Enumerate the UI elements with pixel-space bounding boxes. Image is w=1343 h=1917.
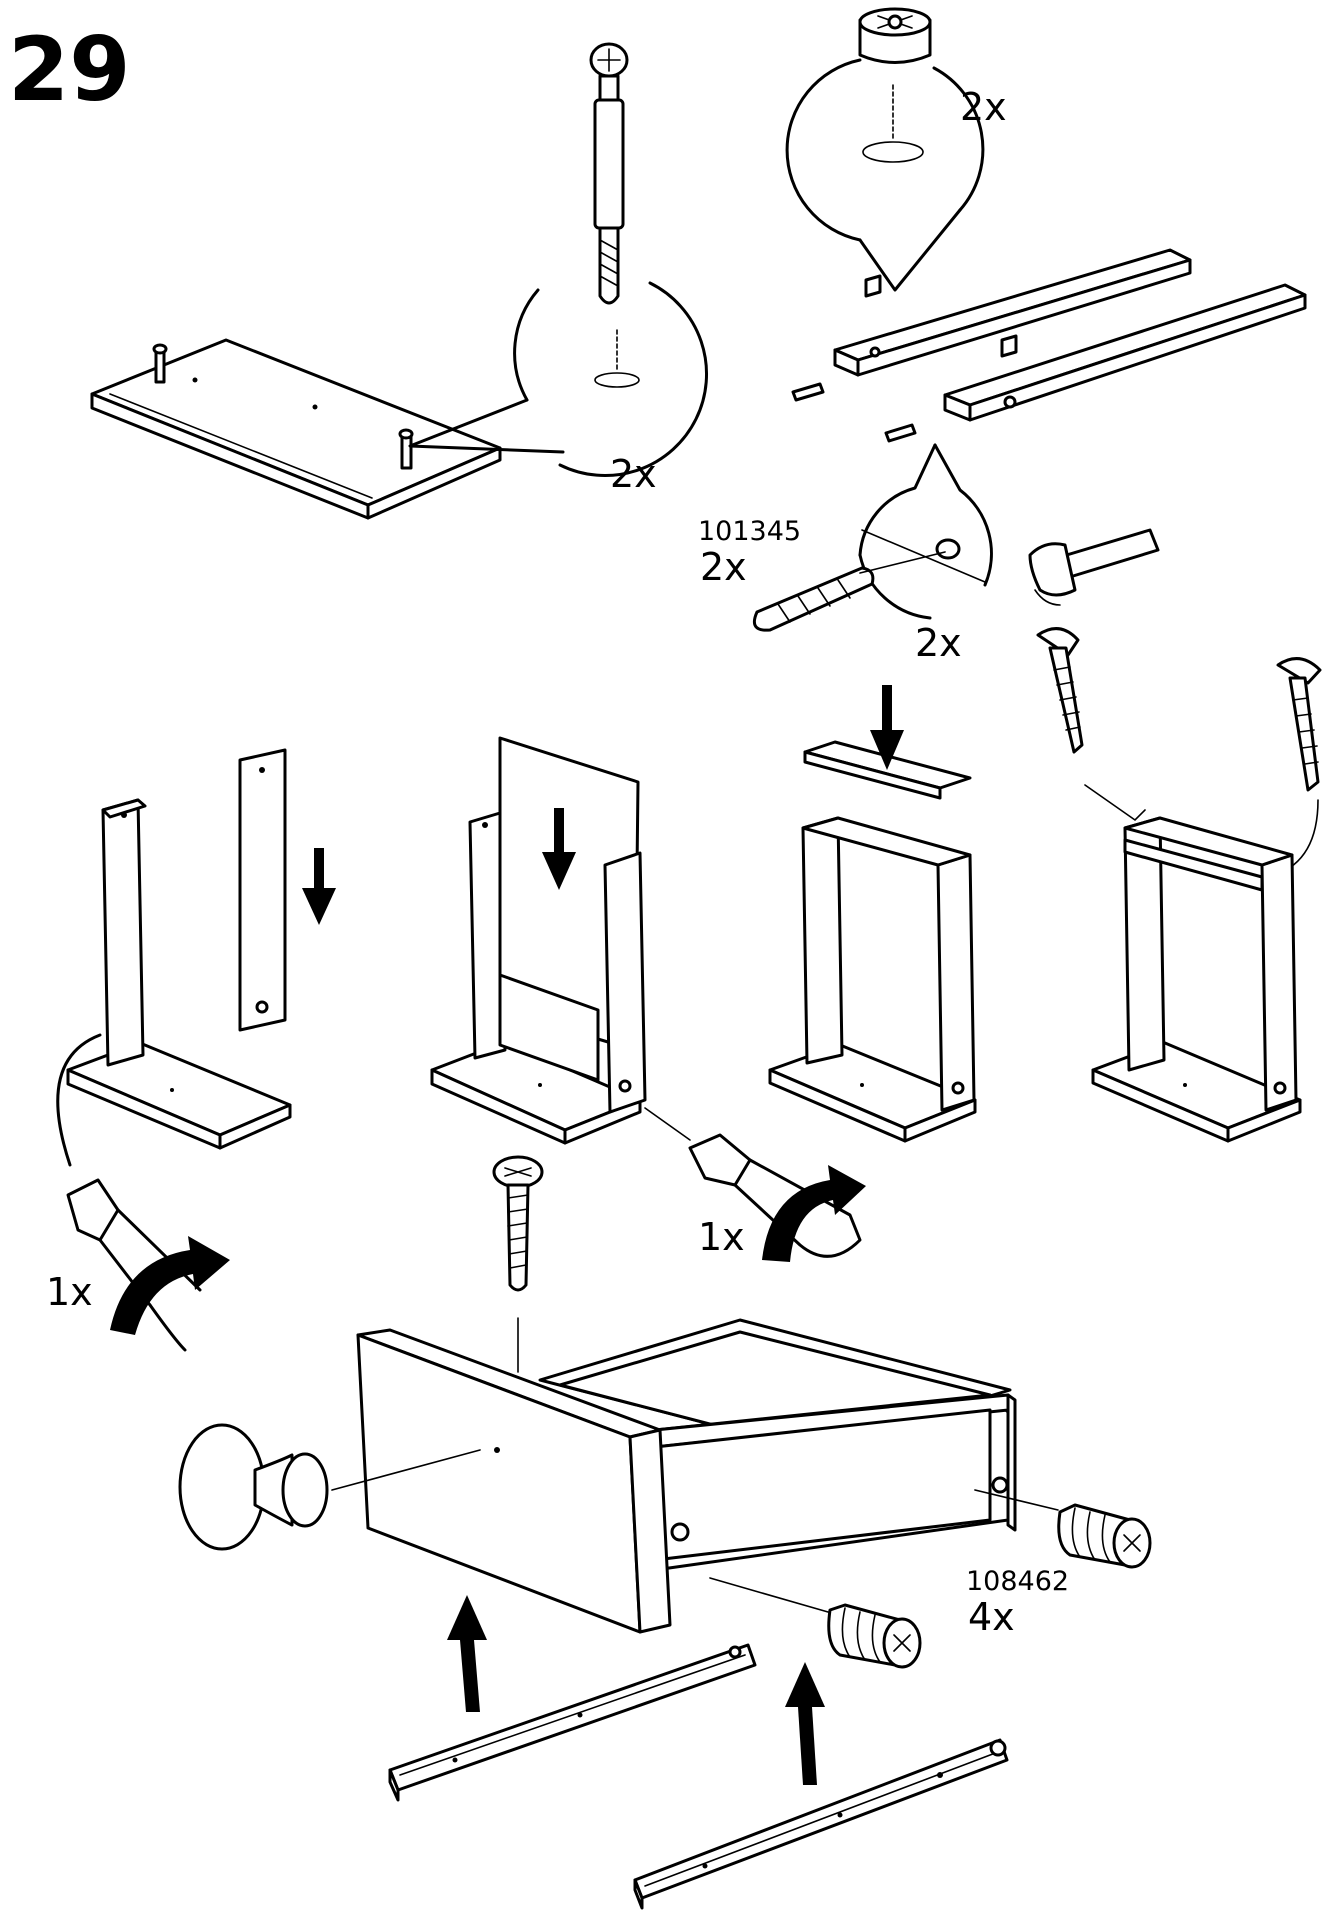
nail-icon-left <box>1036 627 1084 754</box>
left-screwdriver-count-label: 1x <box>46 1270 93 1314</box>
rail-lower <box>943 283 1307 422</box>
cam-lock-icon <box>858 7 932 64</box>
wood-dowel-part-number: 101345 <box>698 516 801 547</box>
rotate-arrow-icon-right <box>762 1165 866 1262</box>
small-dowel-upper <box>791 382 825 402</box>
step-number: 29 <box>8 18 130 121</box>
cam-lock-magnifier: 2x <box>785 58 1007 292</box>
up-arrow-icon-right <box>785 1662 825 1785</box>
down-arrow-icon-1 <box>302 848 336 925</box>
cam-bolt-icon <box>589 42 629 305</box>
drawer-runner-icon-right <box>633 1738 1009 1910</box>
dowel-hole-magnifier: 101345 2x 2x <box>698 443 993 665</box>
expansion-plug-icon-lower: 108462 4x <box>709 1566 1069 1669</box>
rotate-arrow-icon-left <box>110 1236 230 1335</box>
base-panel <box>90 338 502 520</box>
screw-icon <box>492 1155 544 1373</box>
drawer-front <box>356 1328 672 1634</box>
dowel-hole-count-label: 2x <box>915 621 962 665</box>
right-screwdriver-count-label: 1x <box>698 1215 745 1259</box>
carcass-stage-three <box>768 816 977 1143</box>
cam-bolt-small-left <box>152 343 168 384</box>
knob-icon <box>178 1423 481 1551</box>
wood-dowel-count-label: 2x <box>700 545 747 589</box>
wood-dowel-icon <box>752 551 946 632</box>
screwdriver-icon-right: 1x <box>644 1107 862 1259</box>
hammer-icon <box>1028 528 1160 606</box>
expansion-plug-icon-upper <box>974 1489 1152 1569</box>
cam-bolt-count-label: 2x <box>610 452 657 496</box>
small-dowel-lower <box>884 423 917 443</box>
side-panel-loose <box>238 748 287 1032</box>
carcass-stage-four <box>1091 816 1302 1143</box>
down-arrow-icon-3 <box>870 685 904 770</box>
expansion-plug-part-number: 108462 <box>966 1566 1069 1597</box>
cam-bolt-magnifier: 2x <box>408 281 708 496</box>
rail-upper <box>833 248 1192 377</box>
expansion-plug-count-label: 4x <box>968 1595 1015 1639</box>
up-arrow-icon-left <box>447 1595 487 1712</box>
drawer-box <box>538 1318 1017 1572</box>
down-arrow-icon-2 <box>542 808 576 890</box>
nail-icon-right <box>1276 657 1322 792</box>
carcass-stage-one <box>66 798 292 1150</box>
carcass-stage-two <box>430 736 647 1145</box>
cam-bolt-small-right <box>398 428 414 470</box>
cam-lock-count-label: 2x <box>960 85 1007 129</box>
drawer-runner-icon-left <box>388 1643 757 1802</box>
